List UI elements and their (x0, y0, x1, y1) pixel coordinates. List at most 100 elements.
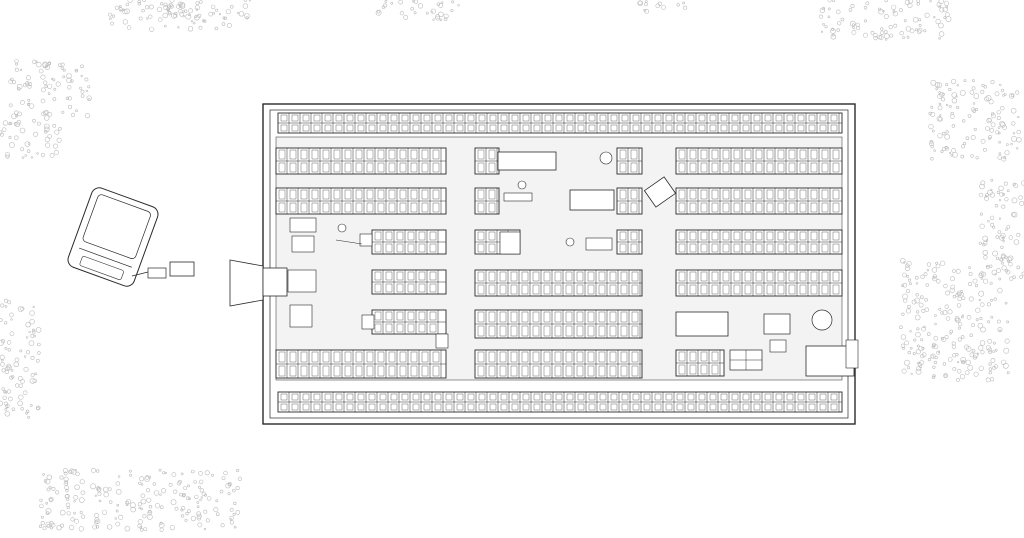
foliage-mark (432, 18, 435, 21)
foliage-mark (940, 150, 944, 154)
foliage-mark (960, 315, 964, 319)
foliage-mark (986, 117, 992, 124)
foliage-mark (1003, 181, 1008, 186)
foliage-mark (30, 373, 35, 377)
foliage-mark (219, 489, 224, 494)
foliage-mark (16, 86, 21, 91)
foliage-mark (140, 483, 144, 486)
foliage-mark (978, 345, 984, 351)
foliage-mark (851, 30, 857, 35)
foliage-mark (934, 322, 937, 326)
foliage-mark (1003, 156, 1007, 160)
foliage-mark (956, 290, 962, 296)
foliage-mark (979, 271, 985, 277)
foliage-mark (4, 305, 8, 308)
foliage-mark (939, 260, 946, 266)
foliage-mark (959, 374, 966, 380)
foliage-mark (140, 507, 143, 511)
foliage-mark (978, 241, 982, 245)
foliage-mark (233, 525, 237, 529)
foliage-mark (956, 377, 960, 382)
foliage-mark (926, 262, 932, 267)
foliage-mark (1000, 105, 1005, 111)
foliage-mark (403, 15, 409, 20)
foliage-mark (932, 365, 936, 369)
foliage-mark (997, 287, 1003, 294)
foliage-mark (938, 102, 942, 106)
foliage-mark (63, 471, 68, 476)
foliage-mark (902, 346, 906, 350)
foliage-mark (169, 4, 174, 9)
foliage-mark (187, 26, 194, 32)
foliage-mark (70, 112, 76, 117)
foliage-mark (928, 111, 932, 116)
foliage-mark (948, 105, 952, 108)
foliage-mark (67, 96, 72, 101)
foliage-mark (915, 349, 922, 355)
foliage-mark (199, 488, 204, 493)
storage-rack (371, 309, 447, 335)
foliage-mark (951, 97, 958, 104)
foliage-mark (943, 283, 948, 289)
foliage-mark (945, 290, 950, 296)
foliage-mark (915, 282, 919, 285)
foliage-mark (188, 8, 193, 14)
foliage-mark (915, 368, 922, 375)
foliage-mark (1012, 275, 1016, 279)
foliage-mark (438, 11, 444, 17)
foliage-mark (17, 111, 22, 117)
receiving-area (289, 217, 449, 349)
foliage-mark (1013, 239, 1020, 245)
foliage-mark (45, 501, 49, 505)
foliage-mark (1001, 204, 1006, 209)
foliage-mark (10, 318, 13, 321)
foliage-mark (985, 377, 991, 383)
foliage-mark (68, 469, 73, 474)
foliage-mark (27, 415, 31, 419)
foliage-mark (905, 289, 910, 294)
foliage-mark (171, 13, 177, 19)
foliage-mark (162, 12, 168, 19)
foliage-mark (2, 120, 9, 126)
foliage-mark (108, 12, 112, 17)
foliage-mark (43, 115, 50, 121)
foliage-mark (906, 274, 910, 278)
foliage-mark (637, 0, 644, 7)
foliage-mark (1003, 347, 1010, 354)
foliage-mark (19, 349, 23, 353)
foliage-mark (29, 318, 35, 325)
foliage-mark (939, 114, 942, 117)
foliage-mark (215, 8, 219, 12)
foliage-mark (914, 275, 919, 280)
foliage-mark (203, 509, 208, 514)
foliage-mark (1005, 270, 1011, 275)
foliage-mark (158, 17, 163, 22)
foliage-mark (942, 131, 946, 136)
foliage-mark (989, 377, 994, 382)
foliage-mark (1012, 182, 1016, 186)
foliage-mark (436, 2, 441, 6)
foliage-mark (65, 497, 70, 501)
foliage-mark (181, 506, 186, 511)
foliage-mark (184, 9, 188, 13)
foliage-mark (990, 122, 996, 128)
foliage-mark (23, 366, 29, 372)
foliage-mark (1006, 143, 1009, 146)
foliage-mark (943, 0, 950, 6)
foliage-mark (237, 476, 242, 482)
foliage-mark (79, 510, 83, 514)
foliage-mark (899, 325, 903, 330)
foliage-mark (199, 498, 202, 502)
foliage-mark (905, 26, 912, 32)
foliage-mark (827, 15, 831, 19)
foliage-mark (108, 500, 113, 504)
foliage-mark (47, 112, 53, 117)
foliage-mark (995, 235, 999, 239)
foliage-mark (84, 112, 91, 119)
foliage-mark (1007, 255, 1014, 261)
foliage-mark (58, 63, 62, 67)
perimeter-racks (277, 112, 843, 413)
foliage-mark (936, 279, 941, 284)
foliage-mark (989, 281, 993, 285)
foliage-mark (218, 13, 221, 16)
